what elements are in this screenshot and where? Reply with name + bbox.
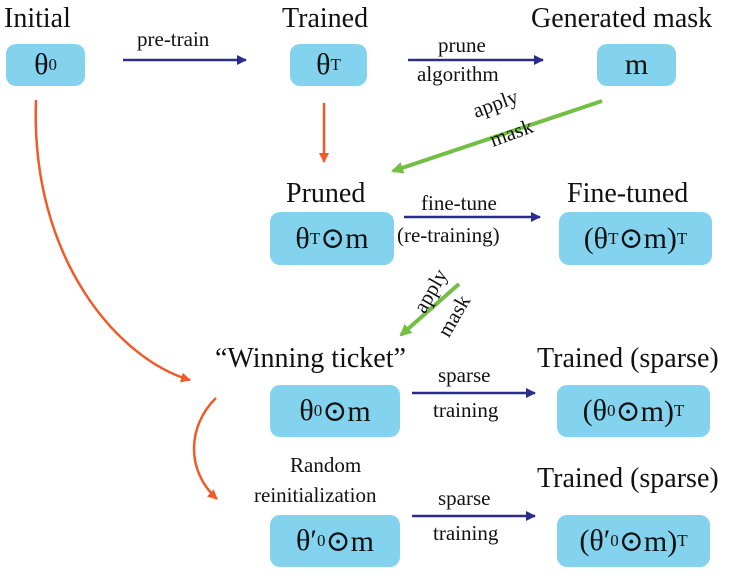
algorithm-edge-label: algorithm	[417, 62, 499, 86]
fine-tuned-label: Fine-tuned	[567, 178, 689, 209]
initial-to-winning-arrow	[34, 99, 191, 383]
pretrain-edge-label: pre-train	[137, 27, 210, 51]
training-edge-label-1: training	[433, 398, 499, 422]
mask-box: m	[597, 44, 676, 86]
trained-label: Trained	[282, 3, 369, 34]
random-label: Random	[290, 453, 362, 477]
trained-sparse-label-2: Trained (sparse)	[537, 463, 719, 494]
prune-edge-label: prune	[438, 33, 486, 57]
trained-sparse-label-1: Trained (sparse)	[537, 343, 719, 374]
apply-mask-arrow-1	[391, 99, 603, 174]
sparse-edge-label-2: sparse	[438, 486, 491, 510]
apply-mask-arrow-2	[399, 282, 461, 337]
finetune-edge-label: fine-tune	[421, 191, 497, 215]
reinit-trained-box: (θ′0⊙m)T	[557, 515, 710, 567]
pruned-label: Pruned	[286, 178, 366, 209]
winning-ticket-label: “Winning ticket”	[215, 343, 406, 374]
sparse-edge-label-1: sparse	[438, 363, 491, 387]
reinit-box: θ′0⊙m	[270, 515, 400, 567]
training-edge-label-2: training	[433, 521, 499, 545]
winning-to-reinit-arrow	[192, 397, 218, 500]
generated-mask-label: Generated mask	[531, 3, 713, 34]
reinitialization-label: reinitialization	[254, 483, 377, 507]
retraining-edge-label: (re-training)	[397, 223, 500, 247]
initial-label: Initial	[4, 3, 71, 34]
